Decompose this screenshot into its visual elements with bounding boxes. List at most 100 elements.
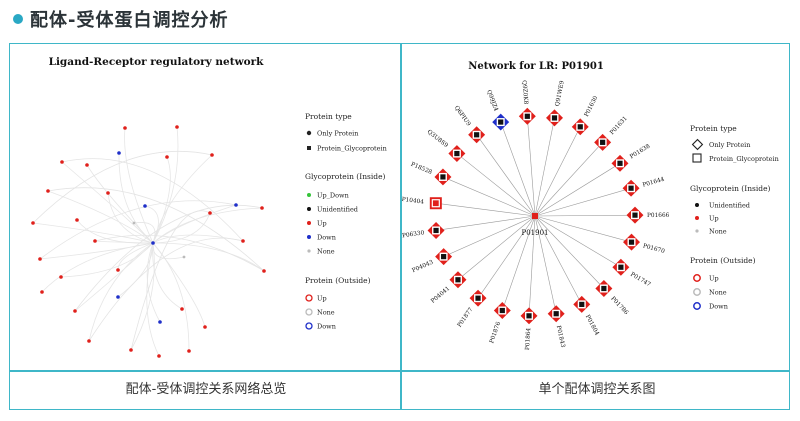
- overview-edge: [117, 242, 154, 271]
- overview-node: [38, 257, 42, 261]
- protein-node-label: P01638: [629, 143, 651, 160]
- only-protein-diamond: [691, 138, 704, 151]
- spoke-edge: [534, 215, 557, 314]
- glyco-status-mark: [617, 160, 623, 166]
- protein-node-label: Q9Z0K8: [521, 80, 529, 105]
- protein-glycoprotein-square: [692, 153, 702, 163]
- spoke-edge: [502, 215, 536, 311]
- protein-node-label: P01864: [525, 327, 532, 350]
- glyco-status-mark: [618, 264, 624, 270]
- spoke-edge: [534, 215, 583, 305]
- protein-node-label: P04043: [411, 260, 434, 275]
- single-ligand-network-figure: Network for LR: P01901 Q99JZ4 Q9Z0K8 Q91WE…: [402, 61, 779, 350]
- content-frame: [9, 43, 790, 410]
- overview-node: [165, 155, 169, 159]
- protein-node: P01631: [594, 116, 629, 151]
- protein-node: P01670: [623, 233, 665, 255]
- spoke-edge: [534, 215, 632, 243]
- glyco-status-mark: [628, 185, 634, 191]
- center-node: [532, 213, 538, 219]
- protein-node: P01877: [457, 289, 487, 329]
- legend-none-dot: [307, 249, 311, 253]
- single-network-title: Network for LR: P01901: [468, 61, 604, 72]
- legend-outside-down: Down: [709, 303, 728, 311]
- protein-node: Q9Z0K8: [518, 80, 536, 125]
- overview-edge: [88, 237, 244, 342]
- legend-outside-none: None: [317, 309, 335, 317]
- overview-node: [117, 151, 121, 155]
- overview-node: [157, 354, 161, 358]
- legend-unidentified: Unidentified: [317, 206, 358, 214]
- legend-protein-glycoprotein: Protein_Glycoprotein: [709, 155, 779, 163]
- legend-protein-type-title: Protein type: [305, 112, 352, 121]
- caption-divider: [9, 370, 790, 372]
- protein-node: P01864: [520, 307, 538, 350]
- protein-node-label: Q6PIU9: [453, 105, 472, 128]
- glycoprotein-node-shape: [429, 197, 442, 210]
- panel-divider: [400, 43, 402, 410]
- legend-outside-up: Up: [317, 295, 327, 303]
- overview-node: [203, 325, 207, 329]
- legend-up-dot: [695, 216, 699, 220]
- spoke-edge: [528, 215, 536, 316]
- protein-node: P01843: [547, 305, 566, 348]
- protein-node-label: P01843: [555, 325, 566, 348]
- glyco-status-mark: [526, 313, 532, 319]
- protein-node-label: Q3U8S9: [426, 129, 449, 149]
- overview-edge: [152, 156, 171, 244]
- glyco-status-mark: [454, 150, 460, 157]
- overview-node: [116, 268, 120, 272]
- spoke-edge: [477, 215, 536, 299]
- legend-protein-outside-title: Protein (Outside): [305, 276, 371, 285]
- legend-outside-none: None: [709, 289, 727, 297]
- legend-outside-none-ring: [693, 288, 701, 296]
- overview-node: [116, 295, 120, 299]
- overview-node: [40, 290, 44, 294]
- overview-edge: [124, 127, 154, 244]
- protein-glycoprotein-symbol: [307, 146, 311, 150]
- protein-node-label: P04041: [430, 286, 451, 305]
- overview-edge: [152, 207, 263, 244]
- overview-edge: [152, 242, 265, 272]
- protein-node: Q6PIU9: [453, 105, 486, 144]
- protein-node: P01876: [489, 302, 511, 344]
- overview-edge: [88, 242, 154, 342]
- protein-node: P01786: [595, 280, 629, 316]
- glyco-status-mark: [440, 174, 446, 180]
- spoke-edge: [527, 116, 536, 217]
- overview-node: [234, 203, 238, 207]
- protein-node: Q91WE9: [546, 80, 566, 127]
- protein-node-label: P01747: [629, 272, 652, 289]
- overview-node: [46, 189, 50, 193]
- glycoprotein-node-inner: [431, 199, 440, 208]
- overview-node: [158, 320, 162, 324]
- legend-down-dot: [307, 235, 311, 239]
- legend-outside-none-ring: [305, 308, 313, 316]
- protein-node-label: P01786: [609, 296, 629, 317]
- protein-node-label: P01630: [584, 95, 600, 118]
- overview-network-title: Ligand-Receptor regulatory network: [49, 56, 265, 68]
- legend-unidentified: Unidentified: [709, 202, 750, 210]
- overview-node: [132, 221, 136, 225]
- single-network-legend: Protein type Only Protein Protein_Glycop…: [690, 124, 779, 311]
- overview-edge: [94, 240, 154, 244]
- glyco-status-mark: [474, 132, 480, 138]
- protein-node: Q99JZ4: [485, 89, 510, 131]
- overview-edge: [152, 242, 185, 260]
- protein-node-label: P01804: [584, 314, 600, 337]
- overview-node: [59, 275, 63, 279]
- legend-outside-up-ring: [305, 294, 313, 302]
- only-protein-symbol: [306, 130, 312, 136]
- overview-nodes: [31, 125, 266, 358]
- glyco-status-mark: [553, 311, 559, 317]
- legend-up-down-dot: [307, 193, 311, 197]
- glyco-status-mark: [601, 285, 607, 292]
- spoke-edge: [457, 215, 536, 280]
- legend-outside-up-ring: [693, 274, 701, 282]
- page-title: 配体-受体蛋白调控分析: [30, 10, 229, 31]
- overview-edge: [144, 205, 159, 244]
- legend-up-dot: [307, 221, 311, 225]
- protein-node: P04043: [411, 248, 453, 275]
- protein-node-label: P06330: [402, 230, 425, 239]
- overview-node: [210, 153, 214, 157]
